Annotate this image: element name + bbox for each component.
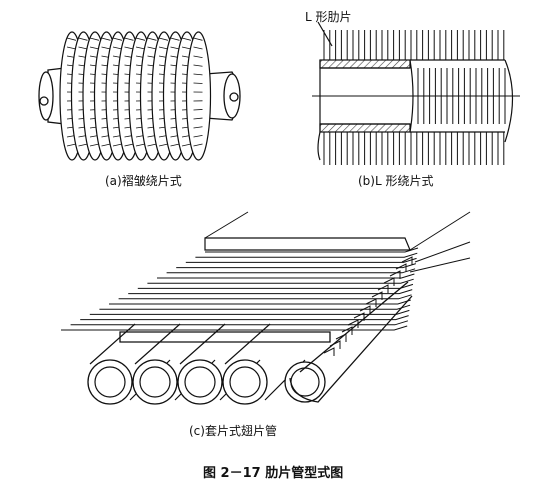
fin-crimp-mark <box>89 143 100 147</box>
fin-plate <box>118 294 412 300</box>
fin-crimp-mark <box>193 82 203 84</box>
tube-row <box>87 323 326 405</box>
panel-b-l-fin-tube <box>312 21 520 165</box>
fin-crimp-mark <box>193 55 203 58</box>
fin-crimp-mark <box>66 37 77 41</box>
fin-crimp-mark <box>181 143 192 147</box>
fin-crimp-mark <box>135 143 146 147</box>
fin-crimp-mark <box>135 46 146 50</box>
fin-crimp-mark <box>193 126 203 129</box>
fin-crimp-mark <box>147 37 157 41</box>
plate-edge-tooth <box>371 291 383 300</box>
fin-crimp-mark <box>193 109 203 111</box>
fin-crimp-mark <box>170 143 180 147</box>
fin-plate <box>137 283 414 289</box>
fin-plate <box>205 247 419 253</box>
fin-crimp-mark <box>124 143 134 147</box>
fin-plate <box>61 325 408 331</box>
fin-crimp-mark <box>89 37 100 41</box>
fin-crimp-mark <box>193 37 203 41</box>
caption-c: (c)套片式翅片管 <box>189 424 277 438</box>
fin-crimp-mark <box>78 37 88 41</box>
fin-crimp-mark <box>101 37 111 41</box>
fin-crimp-mark <box>181 37 192 41</box>
fin-crimp-mark <box>193 143 203 147</box>
fin-crimp-mark <box>158 37 169 41</box>
fin-plate <box>80 315 409 321</box>
fin-plate <box>185 257 417 263</box>
fin-crimp-mark <box>101 46 111 50</box>
tube-bore <box>139 366 171 398</box>
fin-crimp-mark <box>158 143 169 147</box>
fin-crimp-mark <box>193 46 203 50</box>
fin-plate <box>147 278 414 284</box>
fin-crimp-mark <box>124 37 134 41</box>
fin-plate <box>176 263 416 269</box>
plate-edge-tooth <box>347 319 359 328</box>
top-plate <box>204 237 411 251</box>
plate-edge-tooth <box>341 326 353 335</box>
fin-crimp-mark <box>101 143 111 147</box>
fin-crimp-mark <box>66 46 77 50</box>
fin-crimp-mark <box>89 46 100 50</box>
fin-plate <box>195 252 418 258</box>
plate-edge-tooth <box>323 347 335 356</box>
fin-plates <box>61 237 419 356</box>
panel-a-crimped-fin-tube <box>38 31 241 161</box>
panel-c-plate-fin-tubes <box>61 211 471 405</box>
plate-edge-tooth <box>401 256 413 265</box>
fin-crimp-mark <box>112 37 123 41</box>
crimped-fins <box>59 31 212 161</box>
tube-bore <box>184 366 216 398</box>
caption-a: (a)褶皱绕片式 <box>105 174 182 188</box>
fin-plate <box>109 299 411 305</box>
fin-crimp-mark <box>112 143 123 147</box>
figure-title: 图 2－17 肋片管型式图 <box>203 466 344 481</box>
fin-crimp-mark <box>112 46 123 50</box>
fin-plate <box>166 268 416 274</box>
plate-edge-tooth <box>359 305 371 314</box>
fin-crimp-mark <box>193 117 203 120</box>
plate-edge-tooth <box>383 277 395 286</box>
l-fin-ticks <box>323 30 506 165</box>
plate-edge-tooth <box>365 298 377 307</box>
plate-edge-tooth <box>389 270 401 279</box>
fin-crimp-mark <box>66 143 77 147</box>
fin-crimp-mark <box>193 64 203 67</box>
fin-crimp-mark <box>170 37 180 41</box>
fin-crimp-mark <box>78 46 88 50</box>
fin-crimp-mark <box>147 46 157 50</box>
fin-plate <box>128 289 413 295</box>
fin-crimp-mark <box>193 134 203 138</box>
fin-plate <box>99 304 411 310</box>
fin-crimp-mark <box>124 46 134 50</box>
fin-crimp-mark <box>193 73 203 76</box>
fin-crimp-mark <box>147 143 157 147</box>
fin-crimp-mark <box>78 143 88 147</box>
fin-plate <box>157 273 415 279</box>
crimped-fin <box>185 31 212 161</box>
tube-bore <box>94 366 126 398</box>
fin-crimp-mark <box>170 46 180 50</box>
fin-crimp-mark <box>158 46 169 50</box>
plate-edge-tooth <box>377 284 389 293</box>
l-fin-callout-label: L 形肋片 <box>305 10 352 24</box>
fin-crimp-mark <box>135 37 146 41</box>
plate-edge-tooth <box>395 263 407 272</box>
caption-b: (b)L 形绕片式 <box>358 174 434 188</box>
fin-crimp-mark <box>181 46 192 50</box>
tube-bore <box>229 366 261 398</box>
